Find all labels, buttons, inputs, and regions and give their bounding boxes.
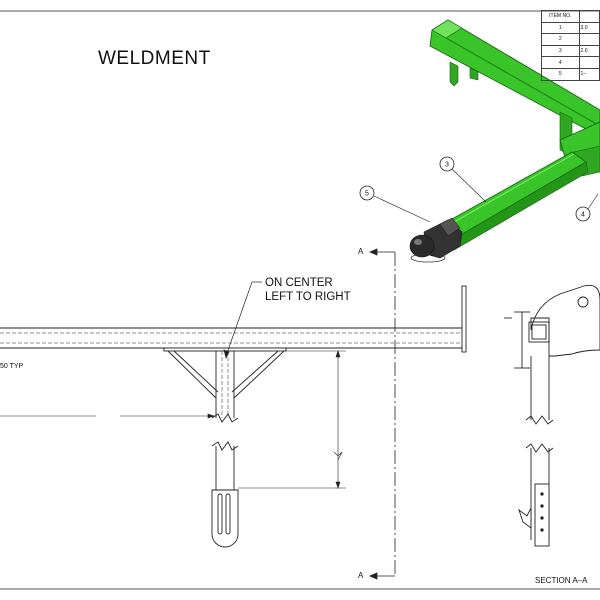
dimension-lines bbox=[0, 350, 346, 489]
table-row: 3 2.0 bbox=[541, 44, 600, 58]
callout-leader bbox=[223, 281, 262, 360]
bom-header-item: ITEM NO. bbox=[541, 10, 580, 23]
table-row: 4 bbox=[541, 56, 600, 69]
section-marker-bottom: A bbox=[358, 571, 364, 580]
balloon-4 bbox=[575, 193, 599, 222]
section-a-a-view bbox=[504, 284, 600, 547]
bom-item: 4 bbox=[541, 56, 580, 69]
section-marker-top: A bbox=[358, 247, 364, 256]
callout-line-1: ON CENTER bbox=[265, 277, 333, 289]
dimension-typ-label: 50 TYP bbox=[0, 363, 24, 370]
bom-desc: 1– bbox=[578, 67, 600, 81]
bom-desc bbox=[578, 56, 600, 69]
bom-header-desc bbox=[578, 10, 600, 23]
bill-of-materials-table: ITEM NO. 1 3.0 2 3 2.0 4 5 1– bbox=[541, 10, 600, 81]
front-view bbox=[0, 285, 467, 548]
bom-item: 5 bbox=[541, 67, 580, 81]
section-cut-line bbox=[368, 248, 396, 580]
drawing-title: WELDMENT bbox=[98, 48, 211, 69]
balloon-3 bbox=[439, 156, 487, 203]
table-row: 1 3.0 bbox=[541, 21, 600, 35]
section-a-a-label: SECTION A–A bbox=[535, 576, 588, 585]
on-center-callout: ON CENTER LEFT TO RIGHT bbox=[265, 276, 351, 304]
table-row: 5 1– bbox=[541, 67, 600, 81]
balloon-5 bbox=[359, 185, 431, 223]
bom-header-row: ITEM NO. bbox=[541, 10, 600, 23]
table-row: 2 bbox=[541, 33, 600, 46]
bom-desc bbox=[578, 33, 600, 46]
bom-desc: 3.0 bbox=[578, 21, 600, 35]
isometric-weldment-view bbox=[409, 19, 600, 263]
bom-desc: 2.0 bbox=[578, 44, 600, 58]
bom-item: 1 bbox=[541, 21, 580, 35]
bom-item: 2 bbox=[541, 33, 580, 46]
bom-item: 3 bbox=[541, 44, 580, 58]
callout-line-2: LEFT TO RIGHT bbox=[265, 291, 351, 303]
